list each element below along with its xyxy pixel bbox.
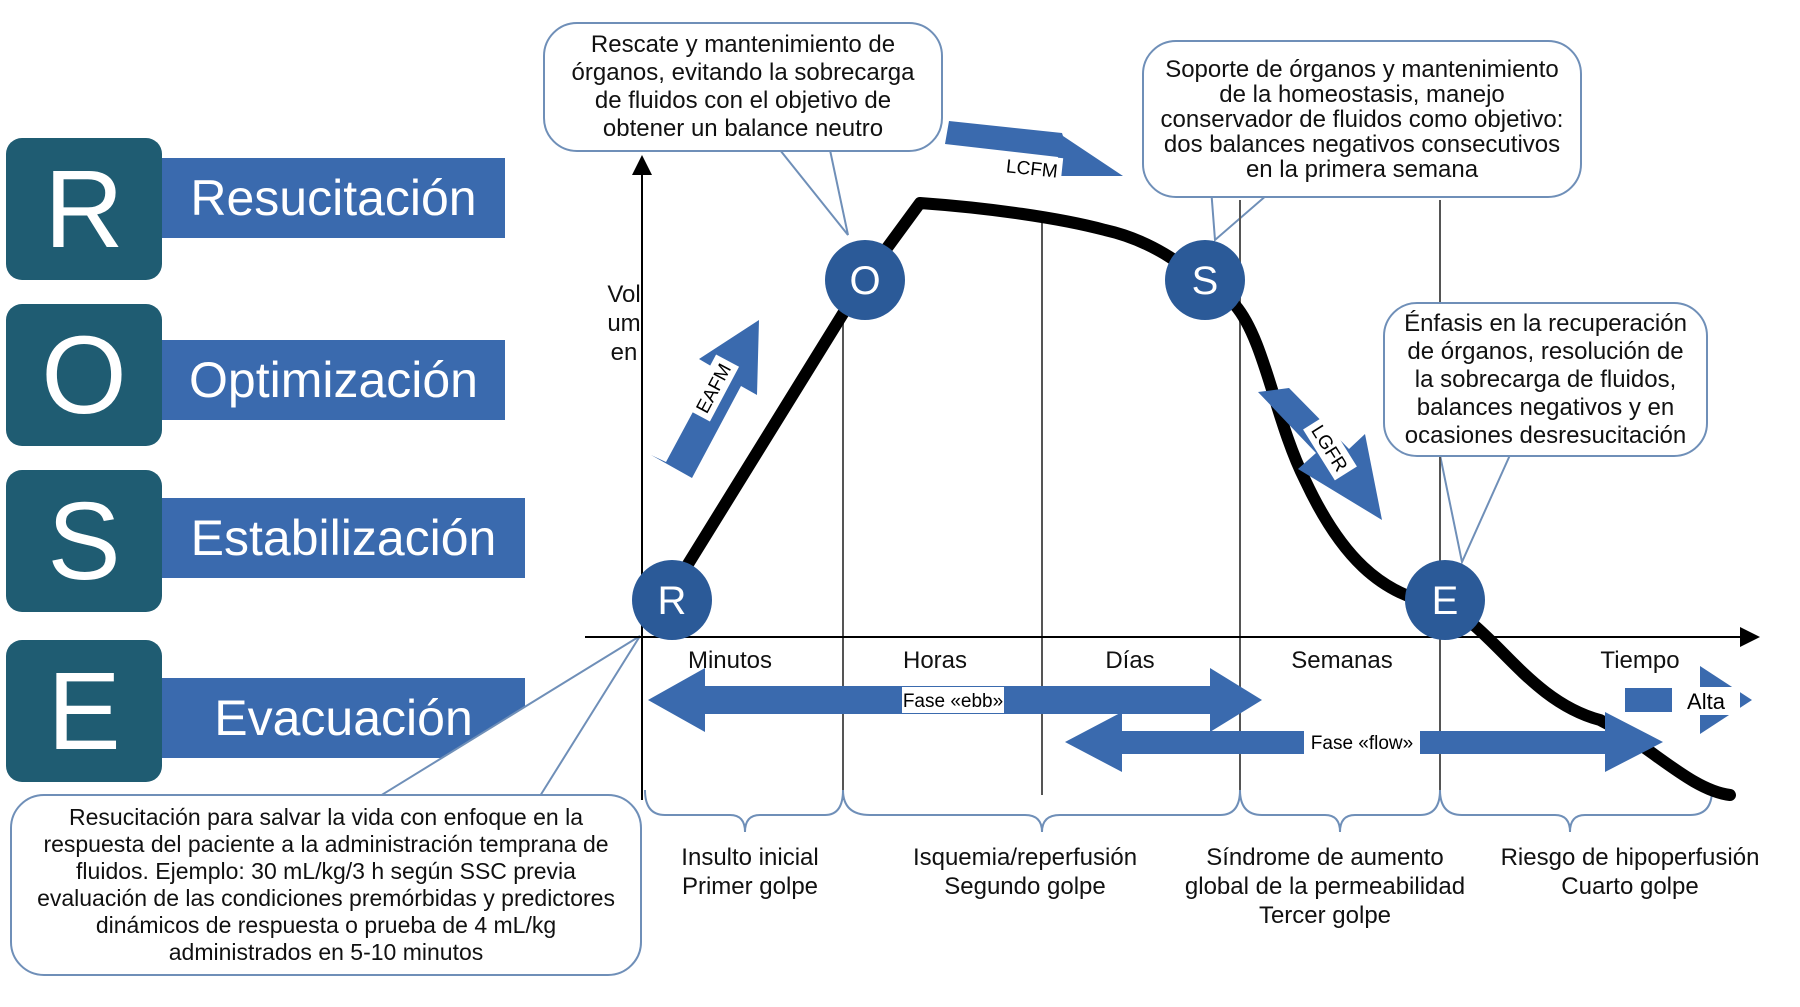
label-alta: Alta	[1687, 689, 1726, 714]
hit-4-line2: Cuarto golpe	[1561, 873, 1699, 900]
volume-curve	[666, 197, 1736, 801]
pointer-evacuation	[1439, 454, 1511, 566]
hit-1-line2: Primer golpe	[681, 873, 819, 900]
hit-1-line1: Insulto inicial	[681, 844, 819, 871]
label-flow: Fase «flow»	[1311, 733, 1413, 754]
hit-3-line3: Tercer golpe	[1258, 902, 1392, 929]
rose-letter-e: E	[6, 640, 162, 782]
node-s-letter: S	[1192, 259, 1219, 303]
node-r-letter: R	[658, 579, 687, 623]
pointer-optimization	[779, 149, 849, 236]
lcfm-arrow	[945, 121, 1123, 176]
brace-1	[644, 789, 844, 833]
brace-2	[842, 789, 1241, 833]
node-o-letter: O	[849, 259, 880, 303]
period-braces	[644, 789, 1713, 833]
rose-letter-s: S	[6, 470, 162, 612]
node-e-letter: E	[1432, 579, 1459, 623]
pointer-resuscitation	[379, 635, 641, 797]
hit-4: Riesgo de hipoperfusión Cuarto golpe	[1490, 843, 1770, 901]
node-o	[825, 240, 905, 320]
node-e	[1405, 560, 1485, 640]
brace-4	[1439, 789, 1713, 833]
hit-3-line1: Síndrome de aumento	[1206, 844, 1444, 871]
rose-label-estabilizacion: Estabilización	[162, 498, 525, 578]
period-semanas: Semanas	[1291, 647, 1393, 674]
period-horas: Horas	[902, 647, 968, 674]
y-axis-label: Volumen	[607, 281, 641, 366]
rose-label-resucitacion: Resucitación	[162, 158, 505, 238]
callout-evacuation: Énfasis en la recuperación de órganos, r…	[1383, 302, 1708, 457]
callout-resuscitation: Resucitación para salvar la vida con enf…	[10, 794, 642, 976]
hit-2: Isquemia/reperfusión Segundo golpe	[895, 843, 1155, 901]
label-ebb: Fase «ebb»	[903, 691, 1003, 712]
brace-3	[1239, 789, 1441, 833]
curve-nodes: R O S E	[632, 240, 1485, 640]
hit-2-line2: Segundo golpe	[944, 873, 1106, 900]
callout-optimization: Rescate y mantenimiento de órganos, evit…	[543, 22, 943, 152]
x-axis-label: Tiempo	[1600, 647, 1680, 674]
hit-4-line1: Riesgo de hipoperfusión	[1500, 844, 1760, 871]
hit-1: Insulto inicial Primer golpe	[640, 843, 860, 901]
hit-3-line2: global de la permeabilidad	[1184, 873, 1466, 900]
node-s	[1165, 240, 1245, 320]
hit-2-line1: Isquemia/reperfusión	[912, 844, 1138, 871]
callout-pointers	[379, 149, 1511, 797]
period-dias: Días	[1105, 647, 1155, 674]
rose-letter-r: R	[6, 138, 162, 280]
rose-letter-o: O	[6, 304, 162, 446]
node-r	[632, 560, 712, 640]
period-minutos: Minutos	[687, 647, 773, 674]
hit-3: Síndrome de aumento global de la permeab…	[1170, 843, 1480, 930]
rose-label-optimizacion: Optimización	[162, 340, 505, 420]
callout-stabilization: Soporte de órganos y mantenimiento de la…	[1142, 40, 1582, 198]
